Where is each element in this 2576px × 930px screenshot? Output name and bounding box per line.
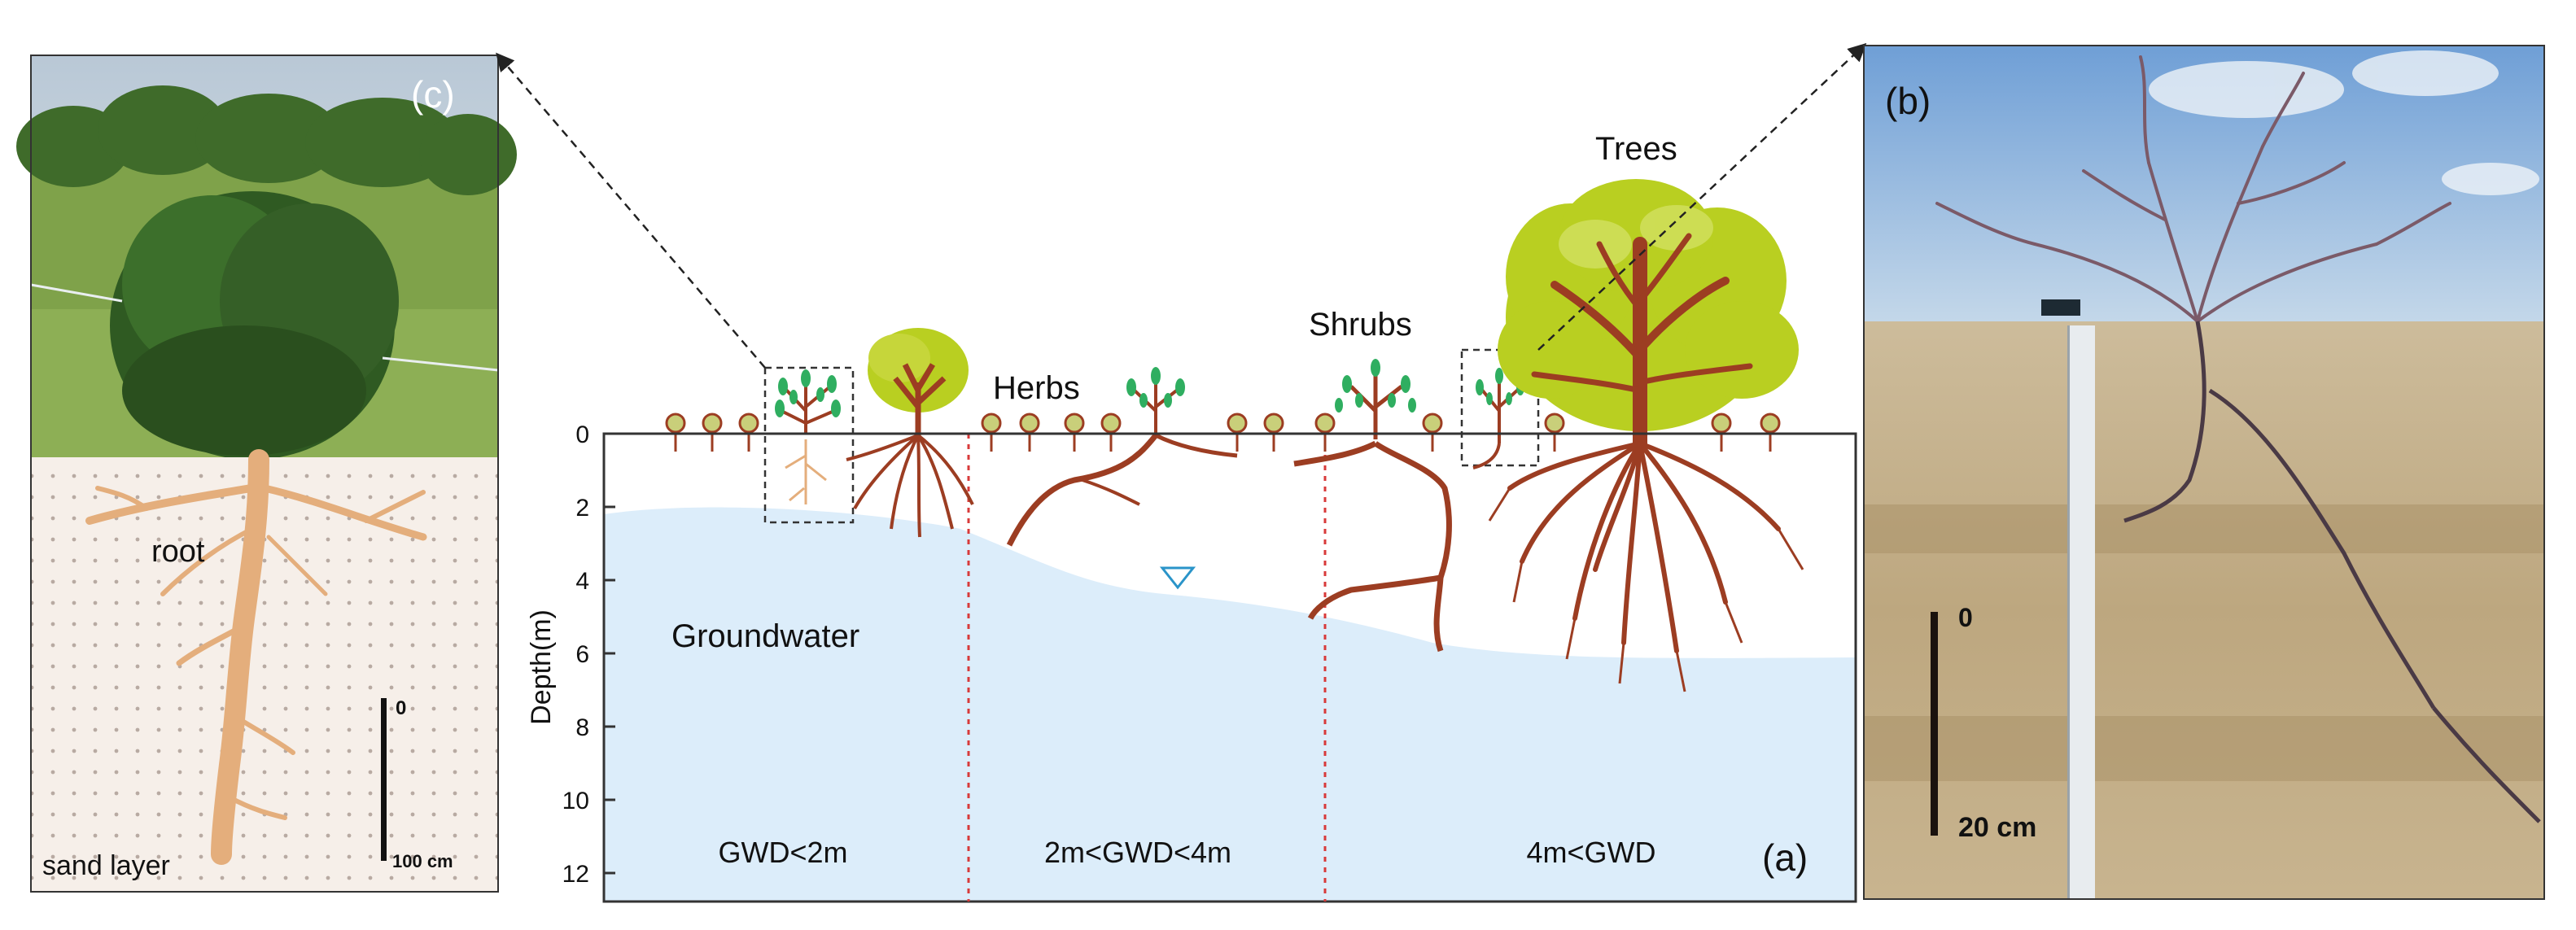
panel-c-scale-bottom: 100 cm: [392, 851, 453, 871]
zone-dividers: [967, 434, 1327, 902]
zone1-shrub: [763, 366, 855, 524]
depth-axis-ticks: 0 2 4 6 8 10 12: [562, 421, 615, 888]
panel-b-scale-bar: [1931, 612, 1938, 836]
root-label: root: [151, 535, 205, 569]
groundwater-body: [604, 507, 1856, 902]
depth-tick-label: 12: [562, 861, 589, 888]
zone3-shrub: [1293, 359, 1452, 653]
zone1-tree: [846, 328, 974, 538]
shrubs-label: Shrubs: [1309, 307, 1412, 343]
panel-b-tag: (b): [1885, 80, 1931, 122]
depth-tick-label: 6: [575, 641, 589, 668]
zone-label-gwd-lt-2m: GWD<2m: [718, 836, 847, 869]
zone-label-gwd-gt-4m: 4m<GWD: [1526, 836, 1655, 869]
sand-layer-label: sand layer: [42, 850, 170, 881]
panel-c-photo: [16, 55, 517, 460]
panel-b-scale-top: 0: [1958, 603, 1973, 632]
shrub-canopy-photo: [1935, 55, 2451, 323]
zone-label-gwd-2-4m: 2m<GWD<4m: [1044, 836, 1231, 869]
panel-c-frame: [30, 55, 499, 893]
panel-b-scale-bottom: 20 cm: [1958, 812, 2036, 843]
sand-layer-cross-section: 0 100 cm root sand layer: [31, 449, 498, 892]
zone3-large-tree: [1488, 179, 1804, 692]
depth-axis-label: Depth(m): [526, 609, 557, 725]
roots-photo: [2123, 321, 2541, 823]
panel-b-frame: [1863, 45, 2545, 900]
herbs-label: Herbs: [993, 370, 1080, 406]
panel-b-photo: [1864, 46, 2544, 899]
depth-tick-label: 0: [575, 421, 589, 448]
panel-a: 0 2 4 6 8 10 12 Depth(m) Groundwater GWD…: [526, 131, 1857, 903]
panel-c-scale-bar: [381, 698, 387, 861]
depth-tick-label: 2: [575, 495, 589, 522]
herb-row: [665, 413, 1781, 452]
zone2-herb: [1006, 367, 1238, 547]
panel-c-tag: (c): [411, 73, 455, 116]
depth-tick-label: 10: [562, 788, 589, 814]
root-illustration: [85, 449, 427, 865]
panel-a-tag: (a): [1762, 836, 1808, 879]
arrow-to-panel-c: [496, 52, 766, 369]
panel-b: 0 20 cm (b): [1863, 45, 2545, 900]
water-table-symbol: [1159, 566, 1196, 590]
depth-tick-label: 4: [575, 568, 589, 595]
arrow-to-panel-b: [1537, 42, 1867, 351]
tamarisk-shrub: [110, 191, 399, 460]
trees-label: Trees: [1595, 131, 1677, 167]
groundwater-label: Groundwater: [671, 618, 859, 654]
panel-c: 0 100 cm root sand layer (c): [16, 55, 517, 893]
measuring-tape: [2041, 299, 2095, 899]
depth-tick-label: 8: [575, 714, 589, 741]
zone1-shrub-highlight-box: [763, 366, 855, 524]
panel-c-scale-top: 0: [396, 697, 406, 719]
